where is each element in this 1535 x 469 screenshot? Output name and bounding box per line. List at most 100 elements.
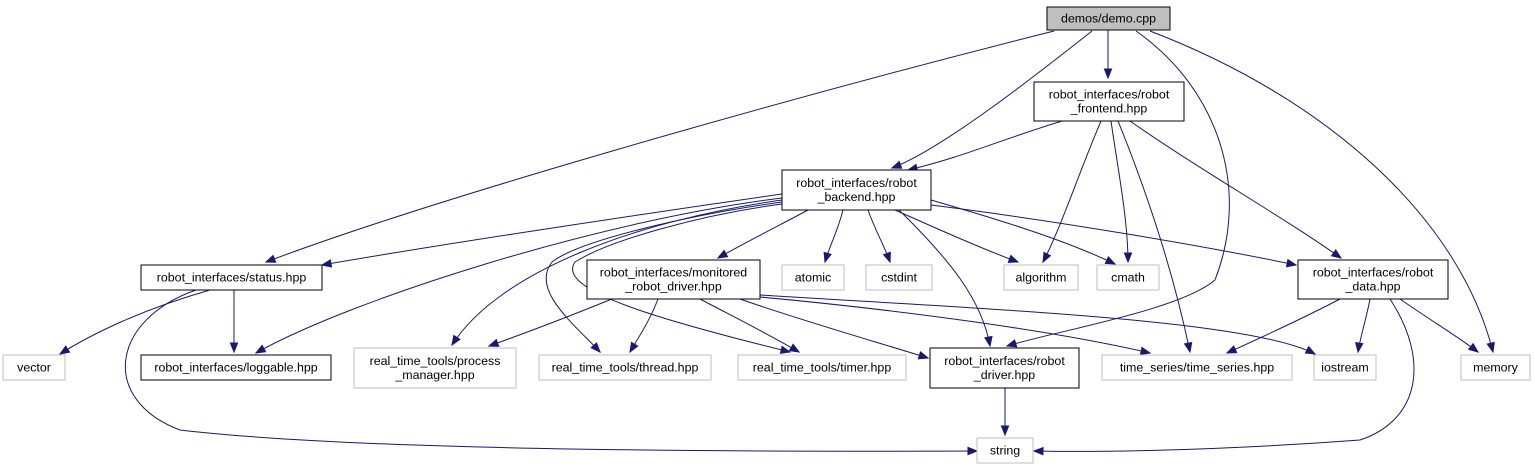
edge-line	[1226, 298, 1341, 354]
arrowhead	[1285, 258, 1298, 268]
edge-backend-to-atomic	[823, 209, 844, 264]
node-string: string	[976, 437, 1034, 464]
node-timer: real_time_tools/timer.hpp	[737, 354, 907, 381]
edge-backend-to-algorithm	[894, 209, 1020, 263]
edge-monitored-to-iostream	[759, 294, 1317, 355]
node-label: atomic	[795, 271, 832, 285]
edge-line	[1006, 30, 1230, 347]
node-procmgr: real_time_tools/process_manager.hpp	[353, 347, 517, 389]
node-demo[interactable]: demos/demo.cpp	[1046, 6, 1171, 31]
edge-backend-to-timer	[572, 203, 792, 354]
node-robotdata[interactable]: robot_interfaces/robot_data.hpp	[1297, 259, 1449, 300]
node-label: robot_interfaces/robot	[1313, 266, 1434, 280]
arrowhead	[1355, 342, 1364, 354]
node-box	[1033, 81, 1185, 122]
edge-monitored-to-timeseries	[759, 296, 1152, 356]
node-timeseries: time_series/time_series.hpp	[1101, 354, 1293, 381]
arrowhead	[1104, 256, 1117, 265]
arrowhead	[1007, 254, 1020, 263]
node-box	[781, 169, 932, 211]
edge-demo-to-driver	[1005, 30, 1230, 348]
node-driver[interactable]: robot_interfaces/robot_driver.hpp	[929, 347, 1080, 389]
node-frontend[interactable]: robot_interfaces/robot_frontend.hpp	[1033, 81, 1185, 122]
edge-backend-to-driver	[898, 209, 993, 348]
node-box	[140, 264, 323, 291]
node-label: real_time_tools/process	[370, 354, 501, 368]
edge-line	[717, 209, 809, 259]
arrowhead	[1032, 446, 1044, 456]
node-label: string	[990, 444, 1020, 458]
edge-demo-to-backend	[890, 30, 1093, 169]
edge-line	[739, 298, 929, 359]
edge-status-to-loggable	[229, 290, 239, 354]
node-atomic: atomic	[781, 264, 845, 291]
node-label: robot_interfaces/robot	[944, 354, 1065, 368]
edge-line	[930, 204, 1297, 266]
node-label: iostream	[1321, 361, 1369, 375]
arrowhead	[967, 446, 979, 456]
edge-line	[894, 209, 1019, 263]
node-box	[1003, 264, 1079, 291]
arrowhead	[1304, 345, 1317, 355]
node-label: cstdint	[881, 271, 917, 285]
node-label: real_time_tools/thread.hpp	[552, 361, 699, 375]
edge-line	[572, 203, 791, 353]
arrowhead	[716, 249, 729, 259]
node-backend[interactable]: robot_interfaces/robot_backend.hpp	[781, 169, 932, 211]
node-box	[353, 347, 517, 389]
edge-line	[1110, 120, 1129, 263]
edge-monitored-to-thread	[629, 298, 659, 354]
edge-robotdata-to-string	[1032, 298, 1415, 456]
edge-demo-to-memory	[1149, 30, 1495, 354]
arrowhead	[823, 251, 832, 264]
edge-robotdata-to-memory	[1399, 298, 1480, 353]
edge-line	[930, 199, 1116, 265]
node-label: _backend.hpp	[817, 190, 896, 204]
edge-robotdata-to-timeseries	[1225, 298, 1341, 354]
node-box	[538, 354, 712, 381]
arrowhead	[229, 342, 239, 354]
edge-frontend-to-timeseries	[1117, 120, 1193, 354]
node-loggable[interactable]: robot_interfaces/loggable.hpp	[140, 354, 332, 381]
edge-line	[124, 289, 978, 452]
edge-line	[898, 209, 991, 347]
edge-robotdata-to-iostream	[1355, 298, 1371, 354]
edge-monitored-to-procmgr	[487, 298, 613, 347]
edge-line	[699, 298, 800, 353]
node-box	[1046, 6, 1171, 31]
arrowhead	[487, 338, 500, 347]
arrowhead	[1486, 341, 1495, 354]
node-cstdint: cstdint	[865, 264, 933, 291]
edge-line	[891, 30, 1093, 169]
node-label: time_series/time_series.hpp	[1120, 361, 1274, 375]
edge-demo-to-status	[264, 30, 1055, 263]
node-label: _frontend.hpp	[1070, 102, 1148, 116]
node-status[interactable]: robot_interfaces/status.hpp	[140, 264, 323, 291]
arrowhead	[882, 251, 891, 264]
node-algorithm: algorithm	[1003, 264, 1079, 291]
arrowhead	[1005, 339, 1018, 348]
arrowhead	[629, 341, 639, 354]
edge-status-to-vector	[58, 289, 211, 355]
edge-monitored-to-timer	[699, 298, 801, 353]
edge-status-to-string	[124, 289, 979, 456]
node-label: _manager.hpp	[394, 368, 474, 382]
node-label: demos/demo.cpp	[1061, 12, 1156, 26]
node-cmath: cmath	[1096, 264, 1160, 291]
edge-line	[1399, 298, 1479, 353]
node-box	[1096, 264, 1160, 291]
edge-backend-to-loggable	[254, 197, 783, 354]
edge-backend-to-thread	[545, 201, 783, 353]
edge-line	[1129, 120, 1342, 259]
arrowhead	[1183, 341, 1193, 354]
node-label: robot_interfaces/robot	[1049, 88, 1170, 102]
edge-backend-to-procmgr	[451, 199, 783, 347]
node-monitored[interactable]: robot_interfaces/monitored_robot_driver.…	[586, 259, 761, 300]
node-box	[2, 354, 66, 381]
node-box	[1101, 354, 1293, 381]
edges-layer	[58, 30, 1495, 456]
edge-monitored-to-driver	[739, 298, 930, 360]
arrowhead	[1467, 342, 1480, 353]
node-box	[737, 354, 907, 381]
edge-line	[1042, 120, 1102, 263]
